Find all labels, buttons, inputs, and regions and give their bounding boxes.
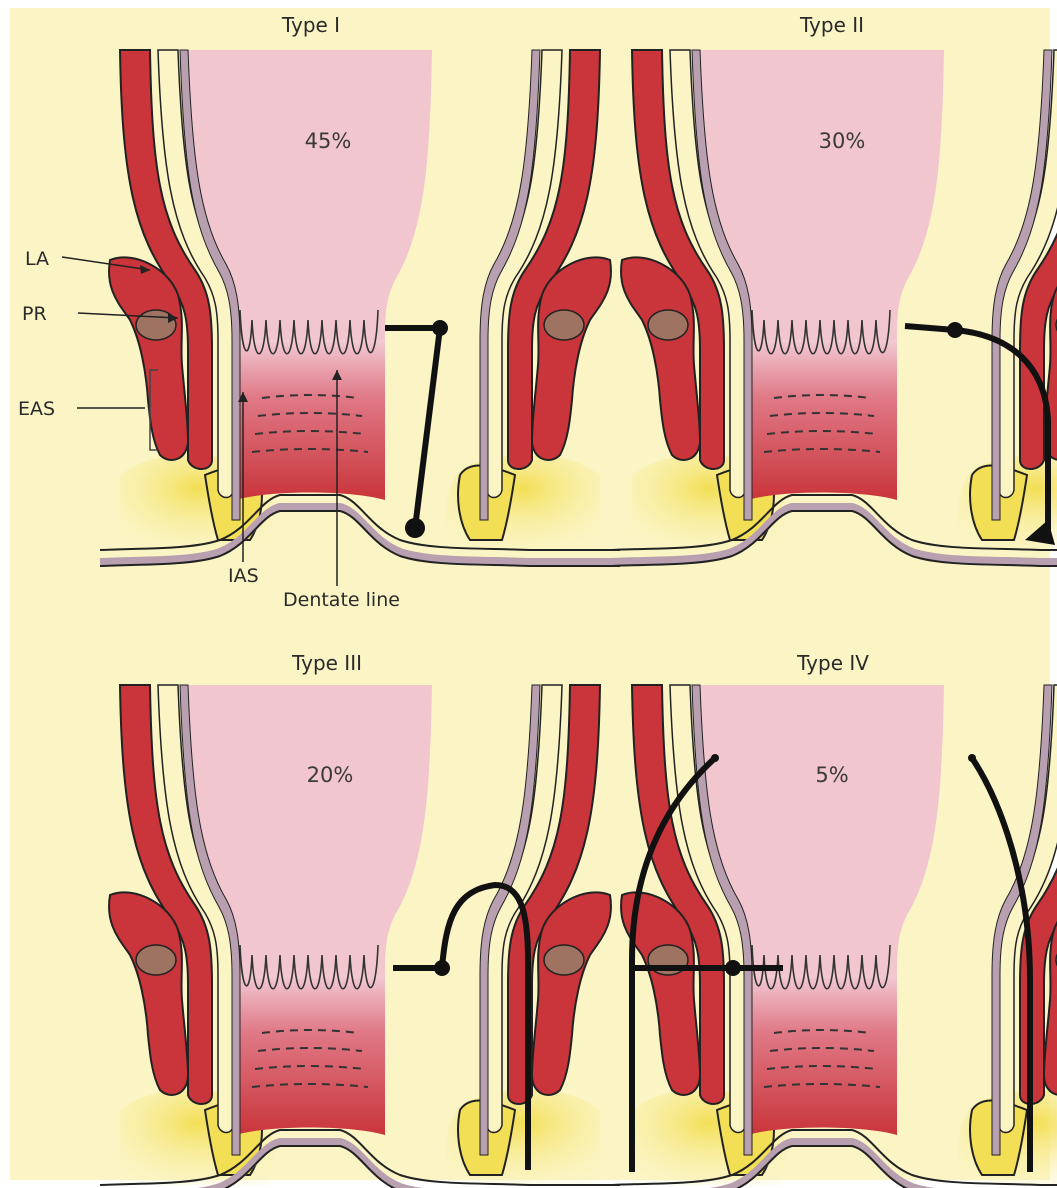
label-dentate-line: Dentate line [283, 589, 400, 611]
panel-title-type-4: Type IV [796, 651, 869, 675]
percent-type-4: 5% [815, 763, 848, 787]
label-la: LA [25, 248, 49, 270]
percent-type-2: 30% [819, 129, 866, 153]
panel-title-type-2: Type II [799, 13, 864, 37]
panel-title-type-1: Type I [281, 13, 340, 37]
percent-type-3: 20% [307, 763, 354, 787]
label-pr: PR [22, 303, 47, 325]
panel-type-3: Type III 20% [100, 651, 620, 1188]
percent-type-1: 45% [305, 129, 352, 153]
label-ias: IAS [228, 565, 259, 587]
label-eas: EAS [18, 398, 55, 420]
panel-title-type-3: Type III [291, 651, 362, 675]
